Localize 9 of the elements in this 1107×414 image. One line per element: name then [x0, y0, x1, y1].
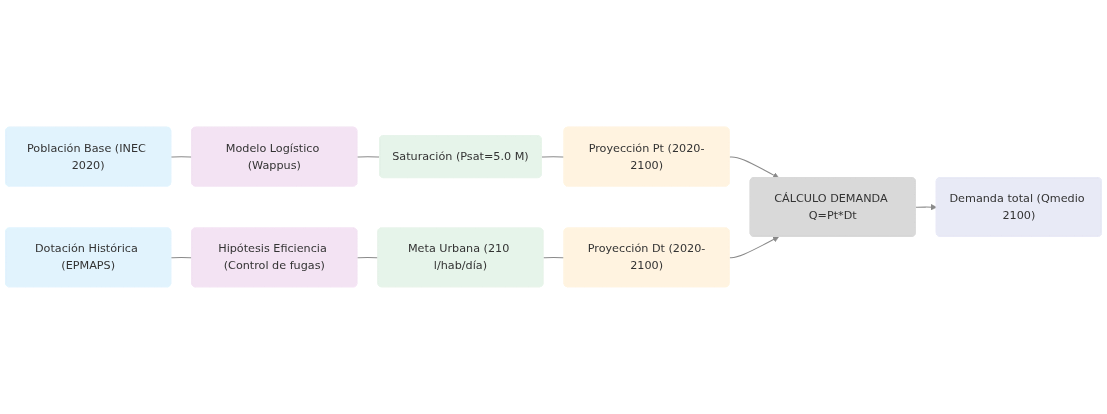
connector — [356, 156, 381, 158]
arrow — [915, 204, 937, 211]
connector — [541, 156, 565, 158]
connector — [356, 256, 379, 259]
connector — [542, 256, 565, 259]
arrow — [728, 156, 780, 179]
connector — [170, 256, 193, 259]
connector — [170, 156, 193, 158]
arrow — [728, 236, 780, 259]
